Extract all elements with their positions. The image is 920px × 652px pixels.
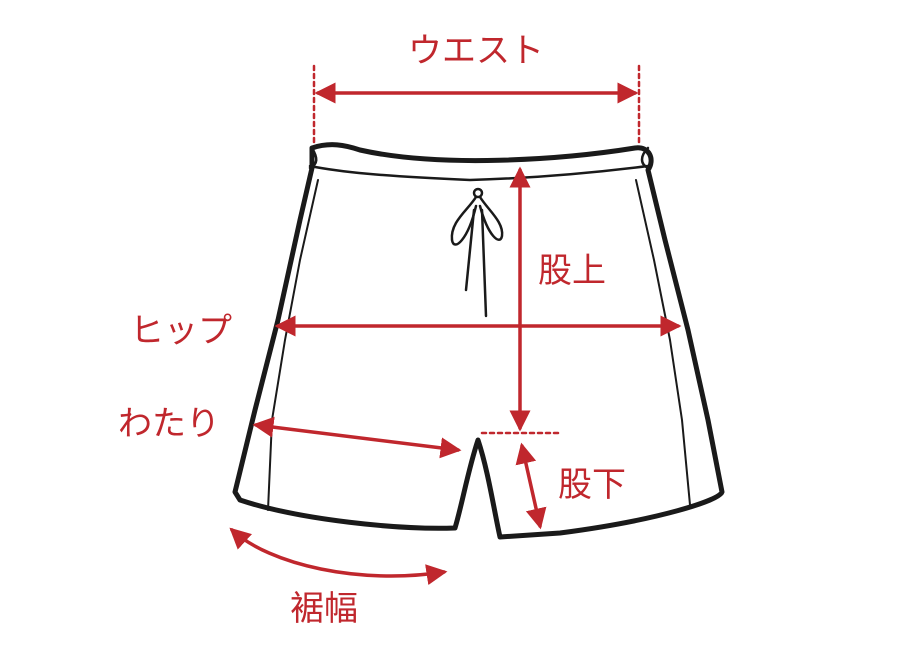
thigh-label: わたり (118, 404, 220, 444)
measurement-lines (229, 64, 682, 586)
shorts-outline (232, 142, 725, 540)
shorts-illustration (232, 142, 725, 540)
drawstring-tail-right (480, 208, 488, 318)
waistband-right-fold (640, 146, 650, 170)
hem-label: 裾幅 (290, 589, 358, 629)
inseam-label: 股下 (558, 465, 626, 505)
inseam-arrow (515, 442, 547, 530)
thigh-arrow (252, 416, 462, 459)
drawstring-loop-right (478, 195, 504, 241)
waist-label: ウエスト (408, 31, 544, 71)
drawstring-loop-left (450, 195, 478, 246)
waistband-left-fold (308, 146, 318, 170)
rise-label: 股上 (538, 251, 606, 291)
drawstring-tail-left (464, 208, 476, 292)
hip-label: ヒップ (130, 311, 232, 351)
measurement-labels: ウエスト 股上 ヒップ わたり 股下 裾幅 (118, 31, 626, 629)
drawstring-eyelet (472, 187, 484, 199)
waistband-line (308, 164, 650, 182)
hem-arrow (229, 527, 448, 586)
right-side-seam (635, 179, 691, 506)
